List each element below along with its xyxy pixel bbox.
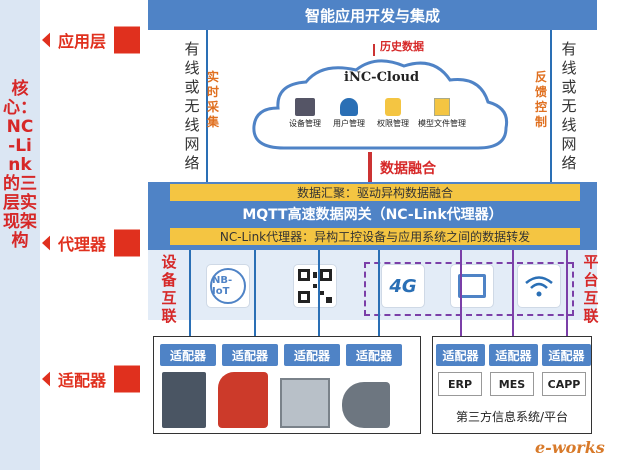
downstream-arrow [550,30,552,182]
control-panel-icon [280,378,330,428]
model-file-mgmt-label: 模型文件管理 [418,119,466,128]
platform-adapter-row: 适配器 适配器 适配器 [436,344,591,366]
user-mgmt-label: 用户管理 [333,119,365,128]
device-mgmt-label: 设备管理 [289,119,321,128]
nb-iot-icon: NB-IoT [206,264,250,308]
cloud-icon [252,59,509,150]
permission-mgmt-label: 权限管理 [377,119,409,128]
user-mgmt-item: 用户管理 [332,98,366,129]
servo-motor-icon [342,382,390,428]
capp-box: CAPP [542,372,586,396]
top-bar-title: 智能应用开发与集成 [148,0,597,30]
device-mgmt-item: 设备管理 [288,98,322,129]
erp-box: ERP [438,372,482,396]
equipment-images-row [162,372,390,428]
connector-line [460,250,462,336]
proxy-layer-label: 代理器 [50,216,114,270]
upstream-arrow [206,30,208,182]
core-architecture-label: 核心：NC-Link的三层实现架构 [3,79,37,251]
connector-line [512,250,514,336]
app-layer-label: 应用层 [50,13,114,67]
connector-line [254,250,256,336]
upper-area: 有线或无线网络 实时采集 反馈控制 有线或无线网络 历史数据 iNC-Cloud… [148,30,597,182]
user-icon [340,98,358,116]
connector-line [566,250,568,336]
gateway-title: MQTT高速数据网关（NC-Link代理器） [242,207,503,223]
history-label: 历史数据 [380,40,424,53]
ethernet-port-shape [458,274,486,298]
device-adapter: 适配器 [284,344,340,366]
watermark-logo: e-works [535,438,605,457]
fusion-label: 数据融合 [380,161,436,177]
ethernet-icon [450,264,494,308]
device-adapter: 适配器 [346,344,402,366]
device-interconnect-label: 设备互联 [161,253,177,325]
device-adapter: 适配器 [222,344,278,366]
device-adapter: 适配器 [160,344,216,366]
lock-icon [385,98,401,116]
connector-line [378,250,380,336]
app-layer-arrow: 应用层 [42,13,140,67]
left-network-label: 有线或无线网络 [184,40,200,172]
realtime-label: 实时采集 [206,70,219,129]
feedback-label: 反馈控制 [534,70,547,129]
third-party-label: 第三方信息系统/平台 [455,410,569,424]
robot-arm-icon [218,372,268,428]
systems-row: ERP MES CAPP [438,372,586,396]
cnc-machine-icon [162,372,206,428]
right-network-label: 有线或无线网络 [561,40,577,172]
adapter-layer-label: 适配器 [50,352,114,406]
file-icon [434,98,450,116]
device-mgmt-icon [295,98,315,116]
adapter-layer-arrow: 适配器 [42,352,140,406]
wifi-graphic [525,276,553,297]
cloud-icons-row: 设备管理 用户管理 权限管理 模型文件管理 [288,98,466,129]
proxy-forwarding-strip: NC-Link代理器：异构工控设备与应用系统之间的数据转发 [170,228,580,245]
model-file-mgmt-item: 模型文件管理 [418,98,466,129]
4g-icon: 4G [381,264,425,308]
nb-iot-text: NB-IoT [210,268,246,304]
qr-code-icon [293,264,337,308]
platform-group-box [364,262,574,316]
connector-line [318,250,320,336]
mes-box: MES [490,372,534,396]
4g-text: 4G [389,275,417,297]
left-column [0,0,40,470]
permission-mgmt-item: 权限管理 [376,98,410,129]
platform-adapter: 适配器 [542,344,591,366]
platform-adapter: 适配器 [436,344,485,366]
platform-adapter: 适配器 [489,344,538,366]
connector-line [189,250,191,336]
proxy-layer-arrow: 代理器 [42,216,140,270]
fusion-arrow [368,152,372,182]
data-aggregation-strip: 数据汇聚：驱动异构数据融合 [170,184,580,201]
device-adapter-row: 适配器 适配器 适配器 适配器 [160,344,402,366]
platform-interconnect-label: 平台互联 [583,253,599,325]
qr-code-graphic [298,269,332,303]
cloud-title: iNC-Cloud [344,70,420,85]
history-arrow [373,44,375,56]
wifi-icon [517,264,561,308]
